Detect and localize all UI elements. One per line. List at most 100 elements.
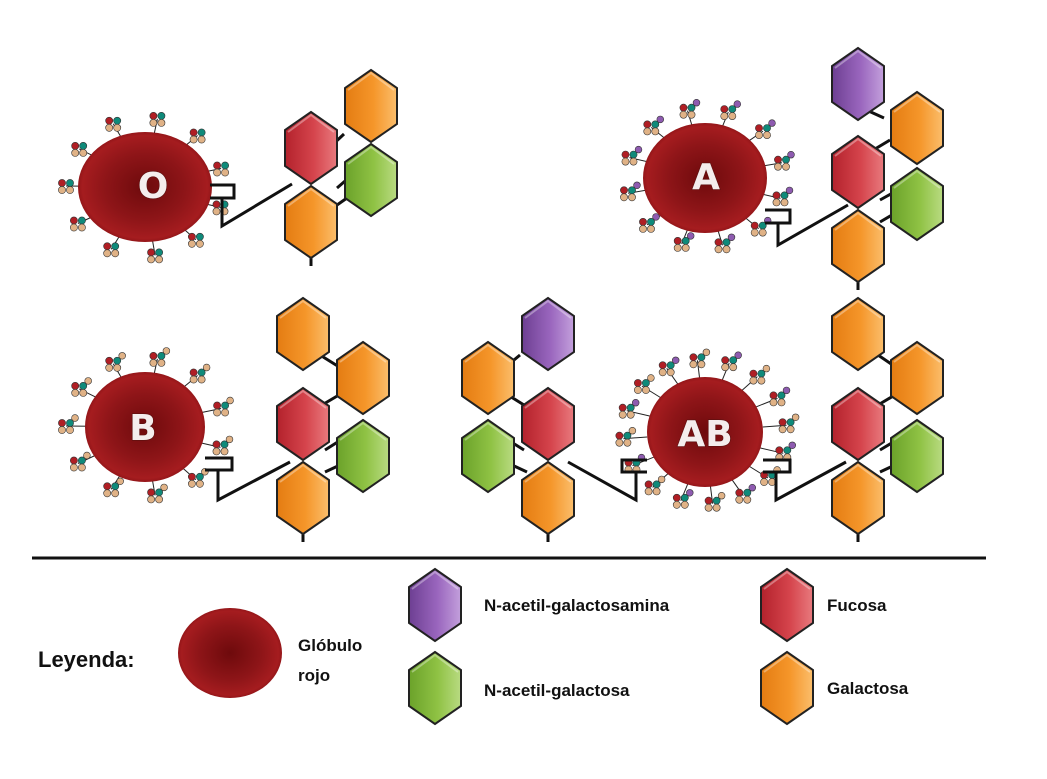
red-blood-cell-b [85, 372, 205, 482]
galactose-hexagon [284, 184, 338, 260]
hexagon-highlight [893, 93, 941, 113]
antigen-sugar-dot [762, 364, 771, 373]
antigen-sugar-dot [689, 353, 698, 362]
galactose-hexagon [521, 460, 575, 536]
hexagon-shape [344, 142, 398, 218]
antigen-sugar-dot [656, 115, 664, 124]
antigen-sugar-dot [212, 447, 221, 456]
antigen-sugar-dot [70, 216, 78, 225]
hexagon-shape [408, 650, 462, 726]
antigen-sugar-dot [722, 245, 731, 254]
antigen-sugar-dot [621, 157, 630, 166]
red-blood-cell-a [643, 123, 767, 233]
antigen-sugar-dot [105, 116, 114, 125]
galactose-hexagon [831, 460, 885, 536]
antigen-sugar-dot [774, 155, 782, 164]
group-o-linker [210, 182, 293, 229]
antigen-sugar-dot [631, 399, 640, 407]
antigen-sugar-dot [658, 368, 667, 377]
antigen-sugar-dot [634, 145, 643, 154]
antigen-sugar-dot [628, 427, 637, 435]
antigen-sugar-dot [79, 148, 88, 157]
antigen-sugar-dot [629, 157, 638, 166]
antigen-sugar-dot [189, 368, 198, 377]
antigen-sugar-dot [763, 131, 771, 139]
antigen-sugar-dot [202, 363, 211, 372]
group-b: B [58, 296, 390, 542]
antigen-sugar-dot [162, 347, 171, 355]
antigen-sugar-dot [155, 495, 163, 504]
antigen-sugar-dot [187, 232, 196, 241]
antigen-sugar-dot [791, 413, 800, 421]
antigen-sugar-dot [686, 232, 695, 240]
antigen-sugar-dot [785, 186, 794, 195]
hexagon-shape [831, 386, 885, 462]
hexagon-highlight [834, 299, 882, 319]
antigen-sugar-dot [70, 223, 78, 232]
hexagon-highlight [279, 389, 327, 409]
antigen-sugar-dot [743, 495, 752, 504]
hexagon-shape [890, 340, 944, 416]
antigen-sugar-dot [721, 356, 730, 365]
antigen-sugar-dot [103, 489, 112, 498]
antigen-sugar-dot [225, 435, 234, 444]
antigen-sugar-dot [689, 360, 698, 369]
antigen-sugar-dot [212, 440, 221, 449]
legend-fucose-icon [760, 567, 814, 643]
antigen-sugar-dot [226, 396, 234, 405]
hexagon-shape [408, 567, 462, 643]
antigen-sugar-dot [113, 363, 122, 372]
group-b-antigens [58, 347, 234, 504]
antigen-sugar-dot [620, 186, 628, 195]
n-acetyl-galactose-hexagon [890, 418, 944, 494]
antigen-sugar-dot [673, 236, 682, 245]
antigen-sugar-dot [644, 480, 653, 489]
antigen-sugar-dot [155, 248, 163, 257]
antigen-sugar-dot [113, 123, 122, 132]
antigen-sugar-dot [78, 223, 86, 232]
antigen-sugar-dot [712, 503, 721, 512]
antigen-sugar-dot [189, 128, 198, 137]
antigen-sugar-dot [734, 351, 742, 359]
antigen-sugar-dot [729, 363, 738, 372]
antigen-sugar-dot [758, 228, 767, 237]
n-acetyl-galactosamine-hexagon [831, 46, 885, 122]
antigen-sugar-dot [623, 438, 632, 447]
antigen-sugar-dot [717, 492, 726, 500]
antigen-sugar-dot [714, 238, 723, 247]
antigen-sugar-dot [757, 376, 766, 385]
hexagon-shape [890, 418, 944, 494]
antigen-sugar-dot [187, 472, 196, 481]
antigen-sugar-dot [679, 110, 688, 119]
hexagon-highlight [279, 463, 327, 483]
antigen-sugar-dot [111, 242, 120, 251]
antigen-sugar-dot [147, 255, 155, 264]
antigen-sugar-dot [83, 451, 91, 460]
hexagon-highlight [411, 653, 459, 673]
n-acetyl-galactosamine-hexagon [521, 296, 575, 372]
antigen-sugar-dot [71, 148, 80, 157]
antigen-sugar-dot [187, 479, 196, 488]
galactose-hexagon [461, 340, 515, 416]
antigen-sugar-dot [221, 168, 229, 177]
antigen-sugar-dot [643, 127, 652, 136]
antigen-sugar-dot [727, 233, 736, 242]
antigen-sugar-dot [615, 431, 624, 440]
antigen-sugar-dot [79, 141, 88, 150]
antigen-sugar-dot [634, 386, 642, 394]
antigen-sugar-dot [213, 168, 221, 177]
antigen-sugar-dot [769, 391, 778, 400]
hexagon-highlight [893, 169, 941, 189]
antigen-sugar-dot [149, 358, 158, 367]
antigen-sugar-dot [628, 193, 636, 202]
antigen-sugar-dot [155, 255, 163, 264]
antigen-sugar-dot [687, 110, 696, 119]
antigen-sugar-dot [615, 438, 624, 447]
hexagon-highlight [834, 463, 882, 483]
group-a-linker [765, 203, 849, 248]
antigen-sugar-dot [680, 500, 689, 509]
antigen-sugar-dot [118, 352, 126, 360]
antigen-sugar-dot [58, 179, 66, 187]
hexagon-highlight [287, 187, 335, 207]
antigen-sugar-dot [768, 119, 776, 127]
